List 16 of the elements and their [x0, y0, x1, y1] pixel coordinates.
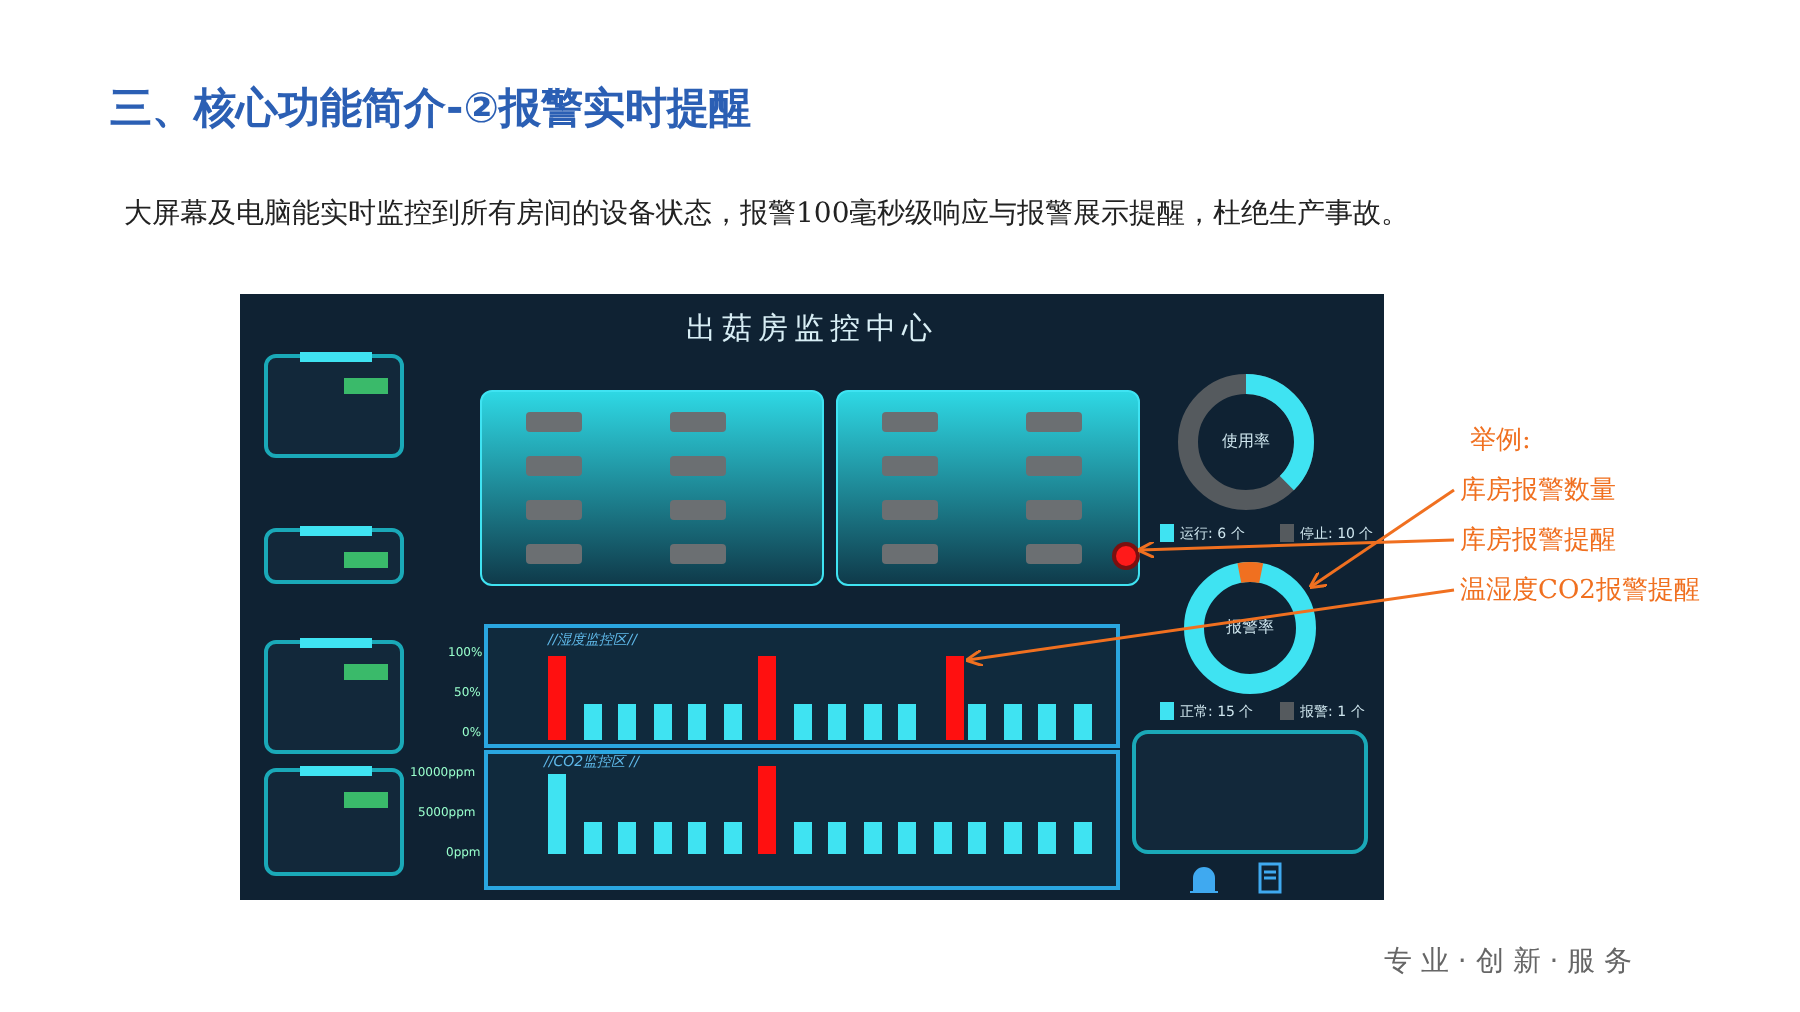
alarm-light	[1116, 546, 1136, 566]
callout-text: 库房报警数量	[1460, 474, 1616, 508]
slide-title: 三、核心功能简介-②报警实时提醒	[110, 82, 751, 136]
slogan-text: 专 业 · 创 新 · 服 务	[1384, 944, 1633, 980]
leader-arrow	[964, 588, 1455, 668]
description-text: 大屏幕及电脑能实时监控到所有房间的设备状态，报警100毫秒级响应与报警展示提醒，杜绝生产事故。	[124, 196, 1412, 234]
dashboard-screenshot	[240, 294, 1384, 900]
leader-arrow	[1136, 538, 1455, 560]
humidity-chart-panel	[484, 624, 1120, 748]
leader-arrow	[1308, 488, 1455, 590]
donut-label: 使用率	[1220, 430, 1272, 452]
callout-text: 库房报警提醒	[1460, 524, 1616, 558]
callout-heading: 举例:	[1470, 424, 1531, 458]
alarm-bar	[946, 656, 964, 740]
dashboard-title: 出菇房监控中心	[684, 310, 940, 348]
callout-text: 温湿度CO2报警提醒	[1460, 574, 1700, 608]
